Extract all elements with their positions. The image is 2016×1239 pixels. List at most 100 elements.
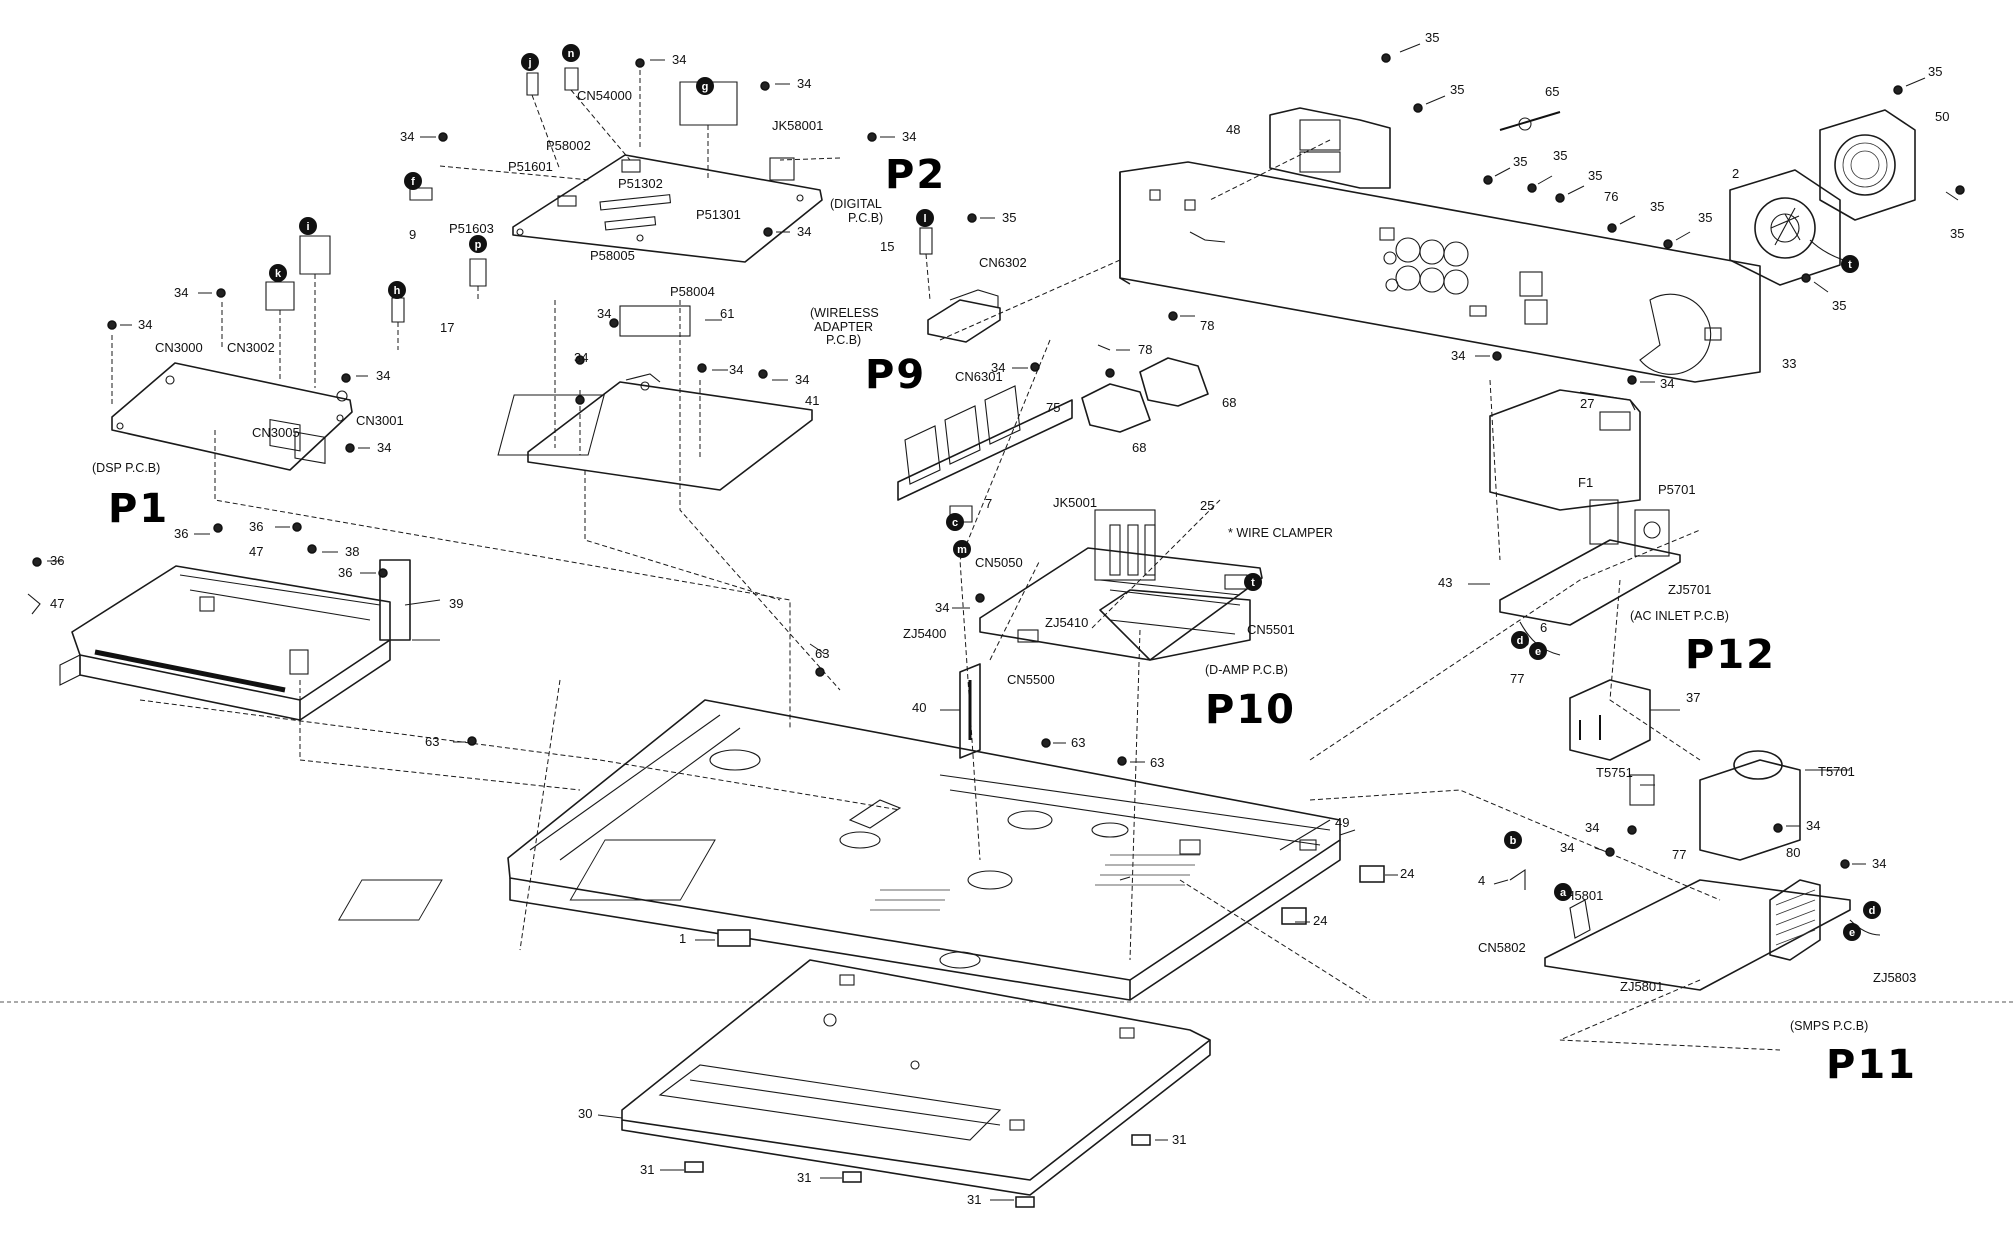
callout-35-digital: 35 — [1002, 210, 1016, 225]
label-p51601: P51601 — [508, 159, 553, 174]
label-zj5400: ZJ5400 — [903, 626, 946, 641]
badge-a: a — [1554, 883, 1572, 901]
svg-text:l: l — [923, 213, 926, 225]
letter-badges: j n g f i p k h l c m t t d e b a d e — [269, 44, 1881, 941]
callout-2: 2 — [1732, 166, 1739, 181]
callout-34-o: 34 — [935, 600, 949, 615]
badge-c-damp: c — [946, 513, 964, 531]
t5701-transformer — [1699, 759, 1801, 861]
label-cn3005: CN3005 — [252, 425, 300, 440]
badge-f: f — [404, 172, 422, 190]
callout-34-p: 34 — [1451, 348, 1465, 363]
callout-35-j: 35 — [1832, 298, 1846, 313]
assembly-leader-lines — [139, 139, 1781, 1051]
callout-15: 15 — [880, 239, 894, 254]
callout-17: 17 — [440, 320, 454, 335]
label-zj5410: ZJ5410 — [1045, 615, 1088, 630]
callout-68-a: 68 — [1132, 440, 1146, 455]
svg-text:b: b — [1510, 835, 1517, 847]
f1-fuse-holder — [1589, 499, 1619, 545]
callout-34-l: 34 — [729, 362, 743, 377]
callout-6: 6 — [1540, 620, 1547, 635]
callout-49: 49 — [1335, 815, 1349, 830]
callout-34-c: 34 — [400, 129, 414, 144]
callout-35-h: 35 — [1928, 64, 1942, 79]
callout-36-d: 36 — [338, 565, 352, 580]
callout-36-c: 36 — [249, 519, 263, 534]
d-amp-pcb-board — [979, 547, 1263, 661]
callout-34-j: 34 — [597, 306, 611, 321]
label-t5751: T5751 — [1596, 765, 1633, 780]
callout-24-b: 24 — [1313, 913, 1327, 928]
callout-34-k: 34 — [574, 350, 588, 365]
badge-p: p — [469, 235, 487, 253]
callout-39: 39 — [449, 596, 463, 611]
digital-pcb-label-line1: (DIGITAL — [830, 197, 882, 211]
callout-34-u: 34 — [1872, 856, 1886, 871]
callout-33: 33 — [1782, 356, 1796, 371]
callout-63-a: 63 — [815, 646, 829, 661]
wireless-pcb-label-line2: ADAPTER — [814, 320, 873, 334]
dsp-pcb-connector-block — [269, 418, 301, 452]
dsp-pcb-label: (DSP P.C.B) — [92, 461, 160, 475]
d-amp-pcb-assembly — [897, 357, 1263, 759]
callout-78-a: 78 — [1138, 342, 1152, 357]
callout-9: 9 — [409, 227, 416, 242]
svg-text:i: i — [306, 221, 309, 233]
label-cn3002: CN3002 — [227, 340, 275, 355]
callout-35-g: 35 — [1698, 210, 1712, 225]
callout-77-a: 77 — [1510, 671, 1524, 686]
board-37 — [1569, 679, 1651, 761]
callout-48: 48 — [1226, 122, 1240, 137]
svg-text:p: p — [475, 239, 482, 251]
handwritten-p12: P12 — [1685, 632, 1776, 678]
label-cn5501: CN5501 — [1247, 622, 1295, 637]
label-cn6301: CN6301 — [955, 369, 1003, 384]
jk5001-jack — [1094, 509, 1156, 581]
badge-l: l — [916, 209, 934, 227]
part-number-callouts: 34 34 34 34 34 35 34 34 34 34 9 17 15 34… — [50, 30, 1964, 1207]
ac-inlet-pcb-assembly — [1499, 499, 1681, 656]
jk58001-jack — [769, 157, 795, 181]
callout-76: 76 — [1604, 189, 1618, 204]
wireless-pcb-label-line3: P.C.B) — [826, 333, 861, 347]
label-cn6302: CN6302 — [979, 255, 1027, 270]
badge-d-smps: d — [1863, 901, 1881, 919]
callout-43: 43 — [1438, 575, 1452, 590]
callout-4: 4 — [1478, 873, 1485, 888]
t5751-transformer — [1629, 774, 1655, 806]
badge-d-ac: d — [1511, 631, 1529, 649]
callout-41: 41 — [805, 393, 819, 408]
callout-35-c: 35 — [1513, 154, 1527, 169]
badge-e-ac: e — [1529, 642, 1547, 660]
callout-34-r: 34 — [1585, 820, 1599, 835]
svg-text:d: d — [1517, 635, 1524, 647]
label-cn3001: CN3001 — [356, 413, 404, 428]
smps-pcb-label: (SMPS P.C.B) — [1790, 1019, 1868, 1033]
callout-80: 80 — [1786, 845, 1800, 860]
callout-35-e: 35 — [1588, 168, 1602, 183]
ac-inlet-pcb-label: (AC INLET P.C.B) — [1630, 609, 1729, 623]
callout-27: 27 — [1580, 396, 1594, 411]
callout-34-t: 34 — [1806, 818, 1820, 833]
rubber-feet — [684, 865, 1385, 1208]
callout-63-c: 63 — [1071, 735, 1085, 750]
screws — [32, 53, 1965, 869]
callout-34-n: 34 — [991, 360, 1005, 375]
connector-labels: CN54000 P58002 P51601 P51302 P51301 P516… — [155, 88, 1916, 994]
callout-34-f: 34 — [174, 285, 188, 300]
main-chassis-49 — [337, 699, 1341, 1001]
svg-text:a: a — [1560, 887, 1567, 899]
smps-pcb-board — [1544, 879, 1851, 991]
label-p51301: P51301 — [696, 207, 741, 222]
callout-35-a: 35 — [1425, 30, 1439, 45]
svg-text:c: c — [952, 517, 958, 529]
badge-g: g — [696, 77, 714, 95]
callout-77-b: 77 — [1672, 847, 1686, 862]
label-f1: F1 — [1578, 475, 1593, 490]
handwritten-p10: P10 — [1205, 687, 1296, 733]
badge-t-fan: t — [1841, 255, 1859, 273]
badge-m: m — [953, 540, 971, 558]
label-p58002: P58002 — [546, 138, 591, 153]
